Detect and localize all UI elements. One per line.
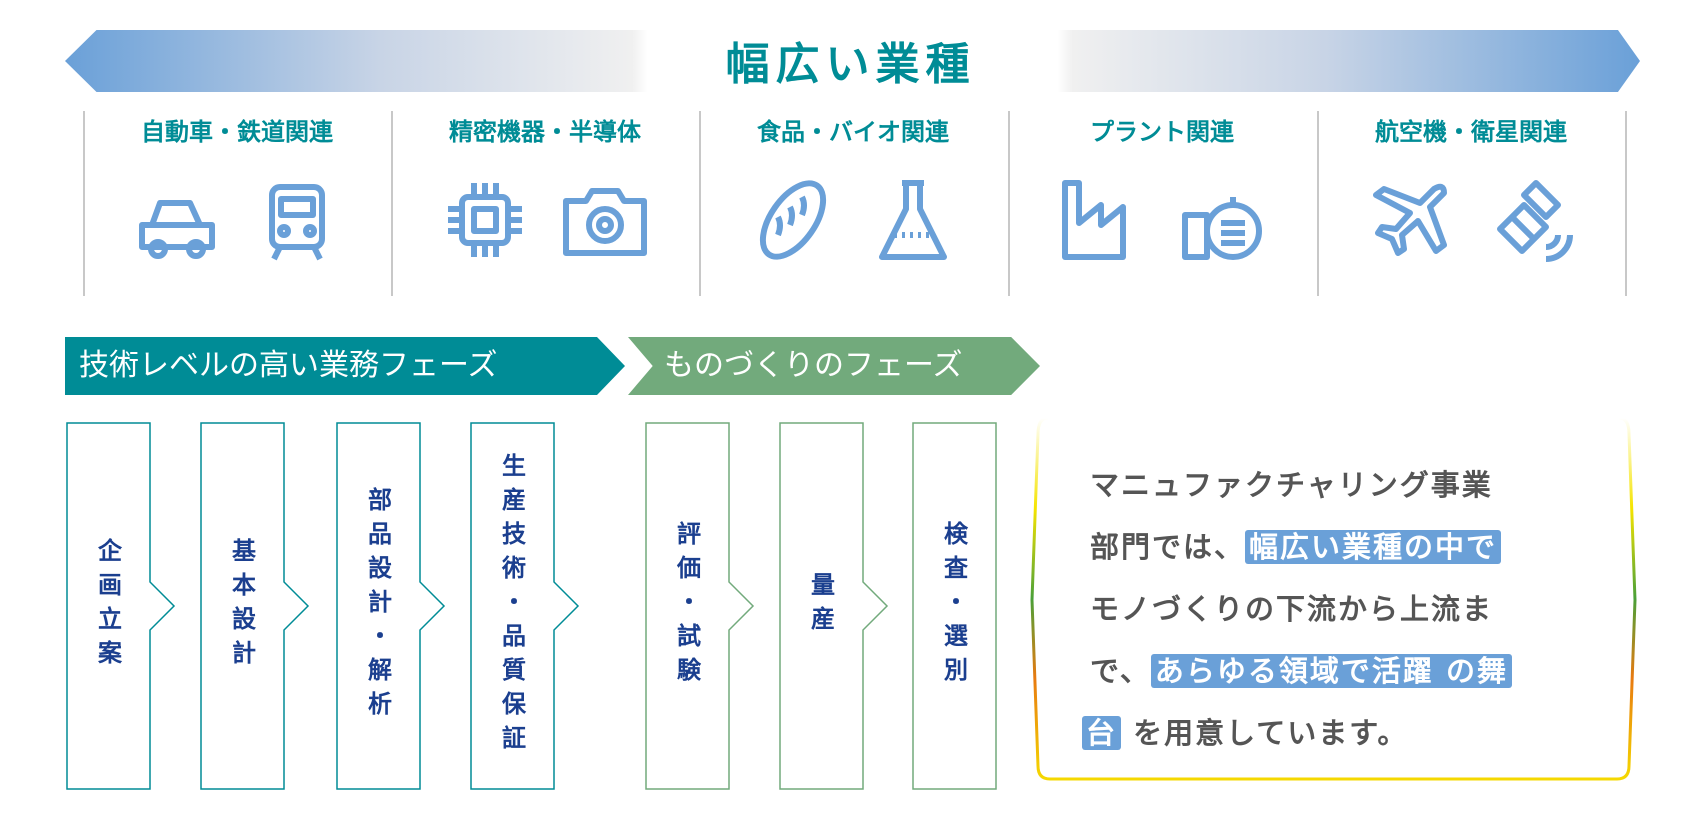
highlight-text: あらゆる領域で活躍 の舞 (1150, 654, 1512, 688)
chip-icon (448, 183, 522, 257)
process-step: 部品設計・解析 (336, 422, 446, 790)
step-label: 評価・試験 (672, 521, 701, 691)
phase-high-tech: 技術レベルの高い業務フェーズ (65, 337, 625, 395)
car-icon (139, 200, 215, 259)
process-step: 基本設計 (200, 422, 310, 790)
step-frame (645, 422, 755, 790)
category-plant: プラント関連 (1090, 118, 1234, 146)
message-line-1: マニュファクチャリング事業 (1090, 468, 1493, 502)
process-step: 量産 (779, 422, 889, 790)
divider (699, 111, 701, 296)
highlight-text: 幅広い業種の中で (1245, 530, 1502, 564)
factory-icon (1062, 180, 1126, 260)
message-line-4: で、あらゆる領域で活躍 の舞 (1090, 648, 1512, 690)
step-frame (200, 422, 310, 790)
step-label: 量産 (806, 572, 835, 640)
step-label: 検査・選別 (939, 521, 968, 691)
message-text: で、 (1090, 654, 1151, 688)
message-text: を用意しています。 (1133, 716, 1409, 750)
step-frame (779, 422, 889, 790)
step-label: 部品設計・解析 (363, 487, 392, 725)
tank-icon (1182, 197, 1262, 260)
message-line-3: モノづくりの下流から上流ま (1090, 592, 1494, 626)
message-box-border (1030, 416, 1637, 781)
camera-icon (563, 188, 647, 256)
highlight-text: 台 (1082, 716, 1122, 750)
step-label: 企画立案 (93, 538, 122, 674)
phase-manufacturing: ものづくりのフェーズ (628, 337, 1040, 395)
category-food-bio: 食品・バイオ関連 (757, 118, 949, 146)
category-aerospace: 航空機・衛星関連 (1375, 118, 1567, 146)
satellite-icon (1497, 180, 1573, 262)
divider (1008, 111, 1010, 296)
divider (1625, 111, 1627, 296)
train-icon (269, 184, 325, 261)
airplane-icon (1373, 183, 1447, 256)
category-automotive-rail: 自動車・鉄道関連 (141, 118, 333, 146)
divider (83, 111, 85, 296)
process-step: 検査・選別 (912, 422, 1012, 790)
message-line-2: 部門では、幅広い業種の中で (1090, 524, 1502, 566)
bread-icon (759, 180, 827, 260)
divider (1317, 111, 1319, 296)
industries-banner (65, 30, 1640, 92)
category-precision-semiconductor: 精密機器・半導体 (449, 118, 641, 146)
step-frame (336, 422, 446, 790)
message-box: マニュファクチャリング事業 部門では、幅広い業種の中で モノづくりの下流から上流… (1030, 414, 1637, 783)
step-label: 基本設計 (227, 538, 256, 674)
banner-title: 幅広い業種 (725, 39, 976, 90)
process-step: 企画立案 (66, 422, 176, 790)
flask-icon (879, 180, 947, 260)
step-label: 生産技術・品質保証 (497, 453, 526, 759)
step-frame (912, 422, 997, 790)
process-step: 評価・試験 (645, 422, 755, 790)
step-frame (66, 422, 176, 790)
divider (391, 111, 393, 296)
step-frame (470, 422, 580, 790)
message-line-5: 台 を用意しています。 (1082, 710, 1408, 752)
message-text: 部門では、 (1090, 530, 1246, 564)
process-step: 生産技術・品質保証 (470, 422, 580, 790)
